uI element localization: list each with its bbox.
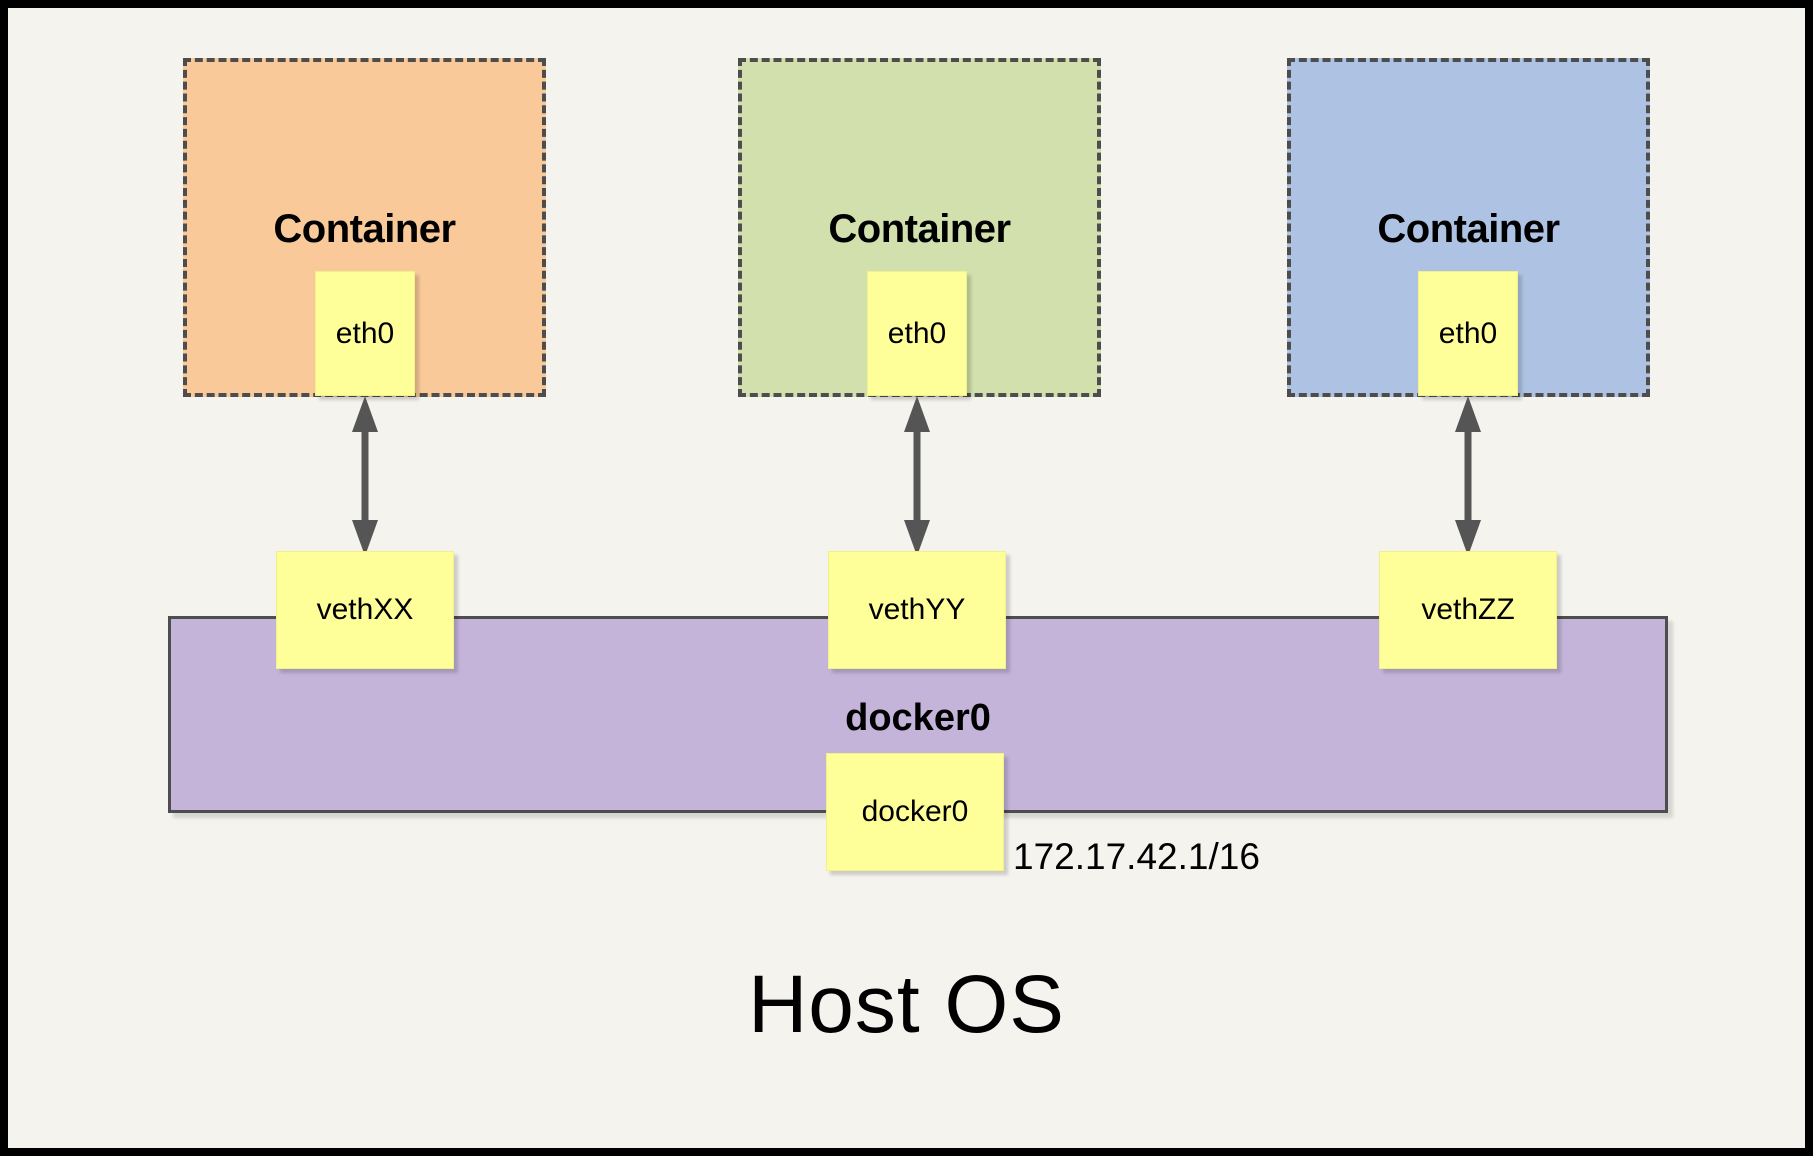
- docker0-ip-address: 172.17.42.1/16: [1013, 836, 1260, 877]
- container-title-3: Container: [1377, 207, 1560, 251]
- docker0-interface-note: docker0: [826, 753, 1004, 871]
- container-title-2: Container: [828, 207, 1011, 251]
- veth-interface-1: vethXX: [276, 551, 454, 669]
- diagram-canvas: Container eth0 Container eth0 Container …: [8, 8, 1805, 1148]
- host-os-label: Host OS: [748, 959, 1065, 1050]
- eth0-interface-2: eth0: [867, 271, 967, 396]
- veth-interface-3: vethZZ: [1379, 551, 1557, 669]
- eth0-interface-3: eth0: [1418, 271, 1518, 396]
- container-title-1: Container: [273, 207, 456, 251]
- docker0-bridge-label: docker0: [845, 697, 991, 739]
- connection-arrow-1: [352, 396, 378, 556]
- connection-arrow-3: [1455, 396, 1481, 556]
- connection-arrow-2: [904, 396, 930, 556]
- eth0-interface-1: eth0: [315, 271, 415, 396]
- veth-interface-2: vethYY: [828, 551, 1006, 669]
